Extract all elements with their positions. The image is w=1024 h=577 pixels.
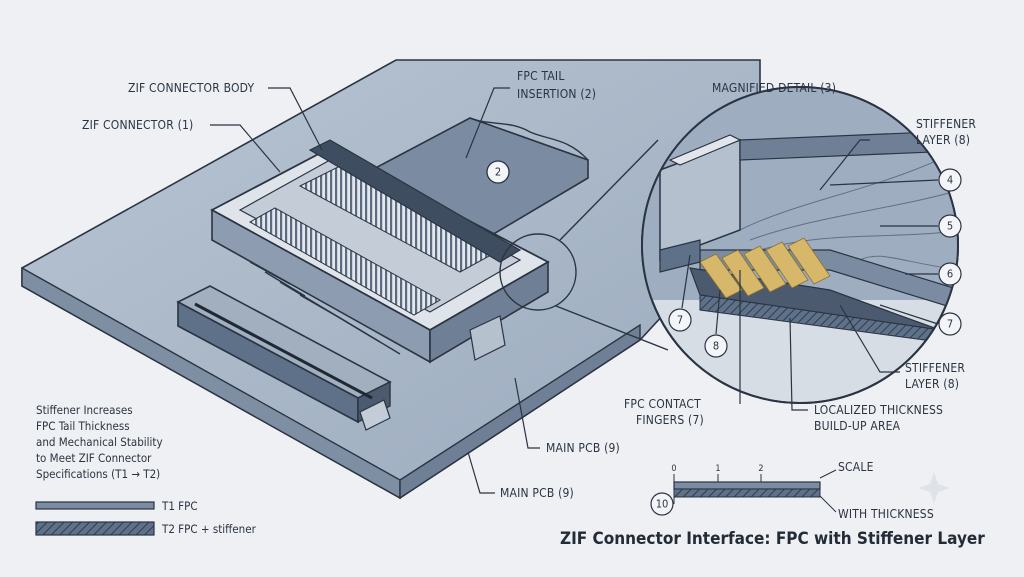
callout-2-text: 2 bbox=[495, 166, 501, 179]
scale-tick-0: 0 bbox=[671, 464, 676, 474]
callout-6-text: 6 bbox=[947, 268, 953, 281]
magnified-detail bbox=[641, 86, 959, 404]
legend-swatch-t1 bbox=[35, 501, 155, 510]
label-main-pcb-a: MAIN PCB (9) bbox=[546, 441, 620, 455]
scale-bar bbox=[650, 469, 837, 516]
legend-swatch-t2 bbox=[35, 521, 155, 536]
label-fpc-tail-2: INSERTION (2) bbox=[517, 87, 596, 101]
label-stiffener-bottom-2: LAYER (8) bbox=[905, 377, 959, 391]
label-magnified-detail: MAGNIFIED DETAIL (3) bbox=[712, 81, 836, 95]
leader-lines bbox=[210, 87, 900, 494]
callout-5 bbox=[938, 214, 962, 238]
note-line-5: Specifications (T1 → T2) bbox=[36, 467, 160, 481]
callout-8-text: 8 bbox=[713, 340, 719, 353]
detail-callouts bbox=[668, 168, 962, 358]
solder-leads bbox=[249, 261, 401, 355]
legend-label-t2: T2 FPC + stiffener bbox=[161, 522, 257, 536]
legend: T1 FPC T2 FPC + stiffener bbox=[35, 499, 257, 536]
scale-tick-2: 2 bbox=[758, 464, 763, 474]
scale-tick-1: 1 bbox=[715, 464, 720, 474]
callout-5-text: 5 bbox=[947, 220, 953, 233]
sparkle-icon bbox=[918, 472, 950, 504]
zif-connector bbox=[210, 139, 550, 364]
magnifier-links bbox=[499, 139, 669, 351]
label-fingers-1: FPC CONTACT bbox=[624, 397, 701, 411]
callout-6 bbox=[938, 262, 962, 286]
callout-2 bbox=[486, 160, 510, 184]
label-with-thickness: WITH THICKNESS bbox=[838, 507, 934, 521]
note-line-1: Stiffener Increases bbox=[36, 403, 133, 417]
note-line-3: and Mechanical Stability bbox=[36, 435, 163, 449]
callout-4-text: 4 bbox=[947, 174, 953, 187]
label-scale: SCALE bbox=[838, 460, 874, 474]
label-zif-connector: ZIF CONNECTOR (1) bbox=[82, 118, 193, 132]
callout-7-left bbox=[668, 308, 692, 332]
label-stiffener-top-1: STIFFENER bbox=[916, 117, 976, 131]
label-buildup-2: BUILD-UP AREA bbox=[814, 419, 901, 433]
legend-label-t1: T1 FPC bbox=[161, 499, 198, 513]
note-block: Stiffener Increases FPC Tail Thickness a… bbox=[36, 403, 163, 481]
secondary-connector bbox=[176, 285, 392, 431]
label-buildup-1: LOCALIZED THICKNESS bbox=[814, 403, 943, 417]
callout-7-right bbox=[938, 312, 962, 336]
callout-7-right-text: 7 bbox=[947, 318, 953, 331]
callout-10-text: 10 bbox=[656, 498, 669, 511]
label-fpc-tail-1: FPC TAIL bbox=[517, 69, 565, 83]
callout-10 bbox=[650, 492, 674, 516]
label-main-pcb-b: MAIN PCB (9) bbox=[500, 486, 574, 500]
callout-8 bbox=[704, 334, 728, 358]
callout-4 bbox=[938, 168, 962, 192]
label-zif-body: ZIF CONNECTOR BODY bbox=[128, 81, 255, 95]
note-line-2: FPC Tail Thickness bbox=[36, 419, 130, 433]
label-stiffener-bottom-1: STIFFENER bbox=[905, 361, 965, 375]
label-stiffener-top-2: LAYER (8) bbox=[916, 133, 970, 147]
diagram-title: ZIF Connector Interface: FPC with Stiffe… bbox=[560, 529, 985, 549]
label-fingers-2: FINGERS (7) bbox=[636, 413, 704, 427]
note-line-4: to Meet ZIF Connector bbox=[36, 451, 152, 465]
callout-7-left-text: 7 bbox=[677, 314, 683, 327]
